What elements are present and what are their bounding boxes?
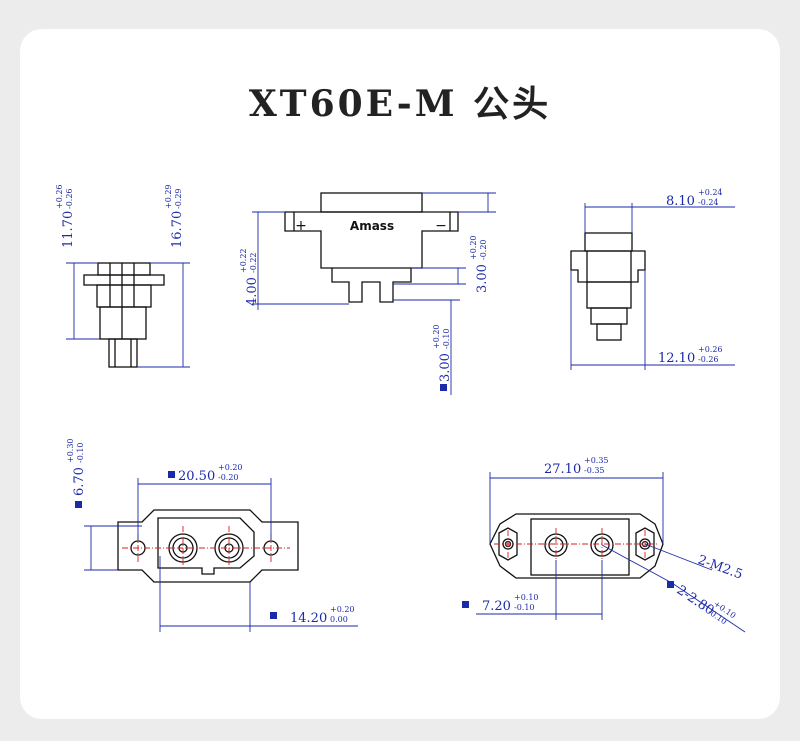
svg-text:0.00: 0.00: [330, 615, 348, 624]
side-view: [83, 262, 165, 368]
datum-square: [667, 581, 674, 588]
brand-marks: Amass + −: [295, 218, 447, 234]
side-view-dims: [66, 262, 190, 368]
dim-front-4-00: 4.00 +0.22 -0.22: [239, 248, 260, 306]
bottom-view: [489, 513, 664, 579]
svg-text:4.00: 4.00: [245, 277, 260, 306]
svg-text:-0.22: -0.22: [249, 252, 258, 273]
dim-side-11-70: 11.70 +0.26 -0.26: [55, 184, 76, 248]
datum-square: [462, 601, 469, 608]
svg-text:+0.10: +0.10: [514, 593, 539, 602]
svg-text:-0.20: -0.20: [218, 473, 239, 482]
svg-text:+0.22: +0.22: [239, 248, 248, 273]
drawing-card: [20, 29, 780, 719]
svg-text:-0.10: -0.10: [76, 442, 85, 463]
svg-text:+0.29: +0.29: [164, 184, 173, 209]
dim-top-6-70: 6.70 +0.30 -0.10: [66, 438, 87, 496]
svg-text:+0.24: +0.24: [698, 188, 723, 197]
svg-text:16.70: 16.70: [170, 211, 185, 248]
dim-bottom-27-10: 27.10 +0.35 -0.35: [544, 456, 609, 477]
svg-text:+0.26: +0.26: [55, 184, 64, 209]
svg-text:8.10: 8.10: [666, 194, 695, 209]
datum-square: [440, 384, 447, 391]
dim-side-16-70: 16.70 +0.29 -0.29: [164, 184, 185, 248]
datum-square: [75, 501, 82, 508]
dim-front-3-00-top: 3.00 +0.20 -0.20: [469, 235, 490, 293]
plus-mark: +: [295, 218, 307, 234]
svg-text:+0.26: +0.26: [698, 345, 723, 354]
end-view: [570, 232, 646, 341]
datum-square: [168, 471, 175, 478]
svg-text:-0.10: -0.10: [442, 328, 451, 349]
top-view-centerlines: [122, 526, 290, 570]
svg-text:-0.10: -0.10: [514, 603, 535, 612]
dim-end-8-10: 8.10 +0.24 -0.24: [666, 188, 723, 209]
dim-end-12-10: 12.10 +0.26 -0.26: [658, 345, 723, 366]
svg-text:-0.24: -0.24: [698, 198, 719, 207]
svg-text:6.70: 6.70: [72, 467, 87, 496]
svg-text:3.00: 3.00: [438, 353, 453, 382]
svg-text:-0.20: -0.20: [479, 239, 488, 260]
svg-text:+0.20: +0.20: [218, 463, 243, 472]
svg-text:2-M2.5: 2-M2.5: [696, 553, 745, 583]
datum-square: [270, 612, 277, 619]
dim-top-14-20: 14.20 +0.20 0.00: [290, 605, 355, 626]
dim-bottom-7-20: 7.20 +0.10 -0.10: [482, 593, 539, 614]
top-view-dims: [84, 478, 358, 632]
svg-text:14.20: 14.20: [290, 611, 327, 626]
svg-text:+0.20: +0.20: [432, 324, 441, 349]
svg-text:-0.35: -0.35: [584, 466, 605, 475]
svg-text:7.20: 7.20: [482, 599, 511, 614]
svg-text:+0.20: +0.20: [330, 605, 355, 614]
datum-markers: [75, 384, 674, 619]
svg-text:20.50: 20.50: [178, 469, 215, 484]
dim-front-3-00-bottom: 3.00 +0.20 -0.10: [432, 324, 453, 382]
svg-text:27.10: 27.10: [544, 462, 581, 477]
svg-text:-0.26: -0.26: [698, 355, 719, 364]
svg-text:11.70: 11.70: [61, 211, 76, 248]
svg-text:-0.26: -0.26: [65, 188, 74, 209]
minus-mark: −: [435, 218, 447, 234]
end-view-dims: [570, 203, 735, 370]
dim-bottom-hole-label: 2-M2.5: [696, 553, 745, 583]
front-view: [284, 192, 459, 303]
bottom-view-dims: [476, 472, 746, 633]
page-title: XT60E-M 公头: [248, 83, 552, 125]
svg-text:+0.30: +0.30: [66, 438, 75, 463]
svg-text:12.10: 12.10: [658, 351, 695, 366]
brand-logo: Amass: [350, 219, 394, 233]
dim-bottom-pin-label: 2-2.80 +0.10 -0.10: [674, 583, 738, 626]
bottom-view-centerlines: [494, 528, 658, 562]
dim-top-20-50: 20.50 +0.20 -0.20: [178, 463, 243, 484]
svg-text:+0.35: +0.35: [584, 456, 609, 465]
front-view-dims: [252, 192, 496, 395]
svg-text:3.00: 3.00: [475, 264, 490, 293]
svg-text:-0.29: -0.29: [174, 188, 183, 209]
svg-text:+0.20: +0.20: [469, 235, 478, 260]
